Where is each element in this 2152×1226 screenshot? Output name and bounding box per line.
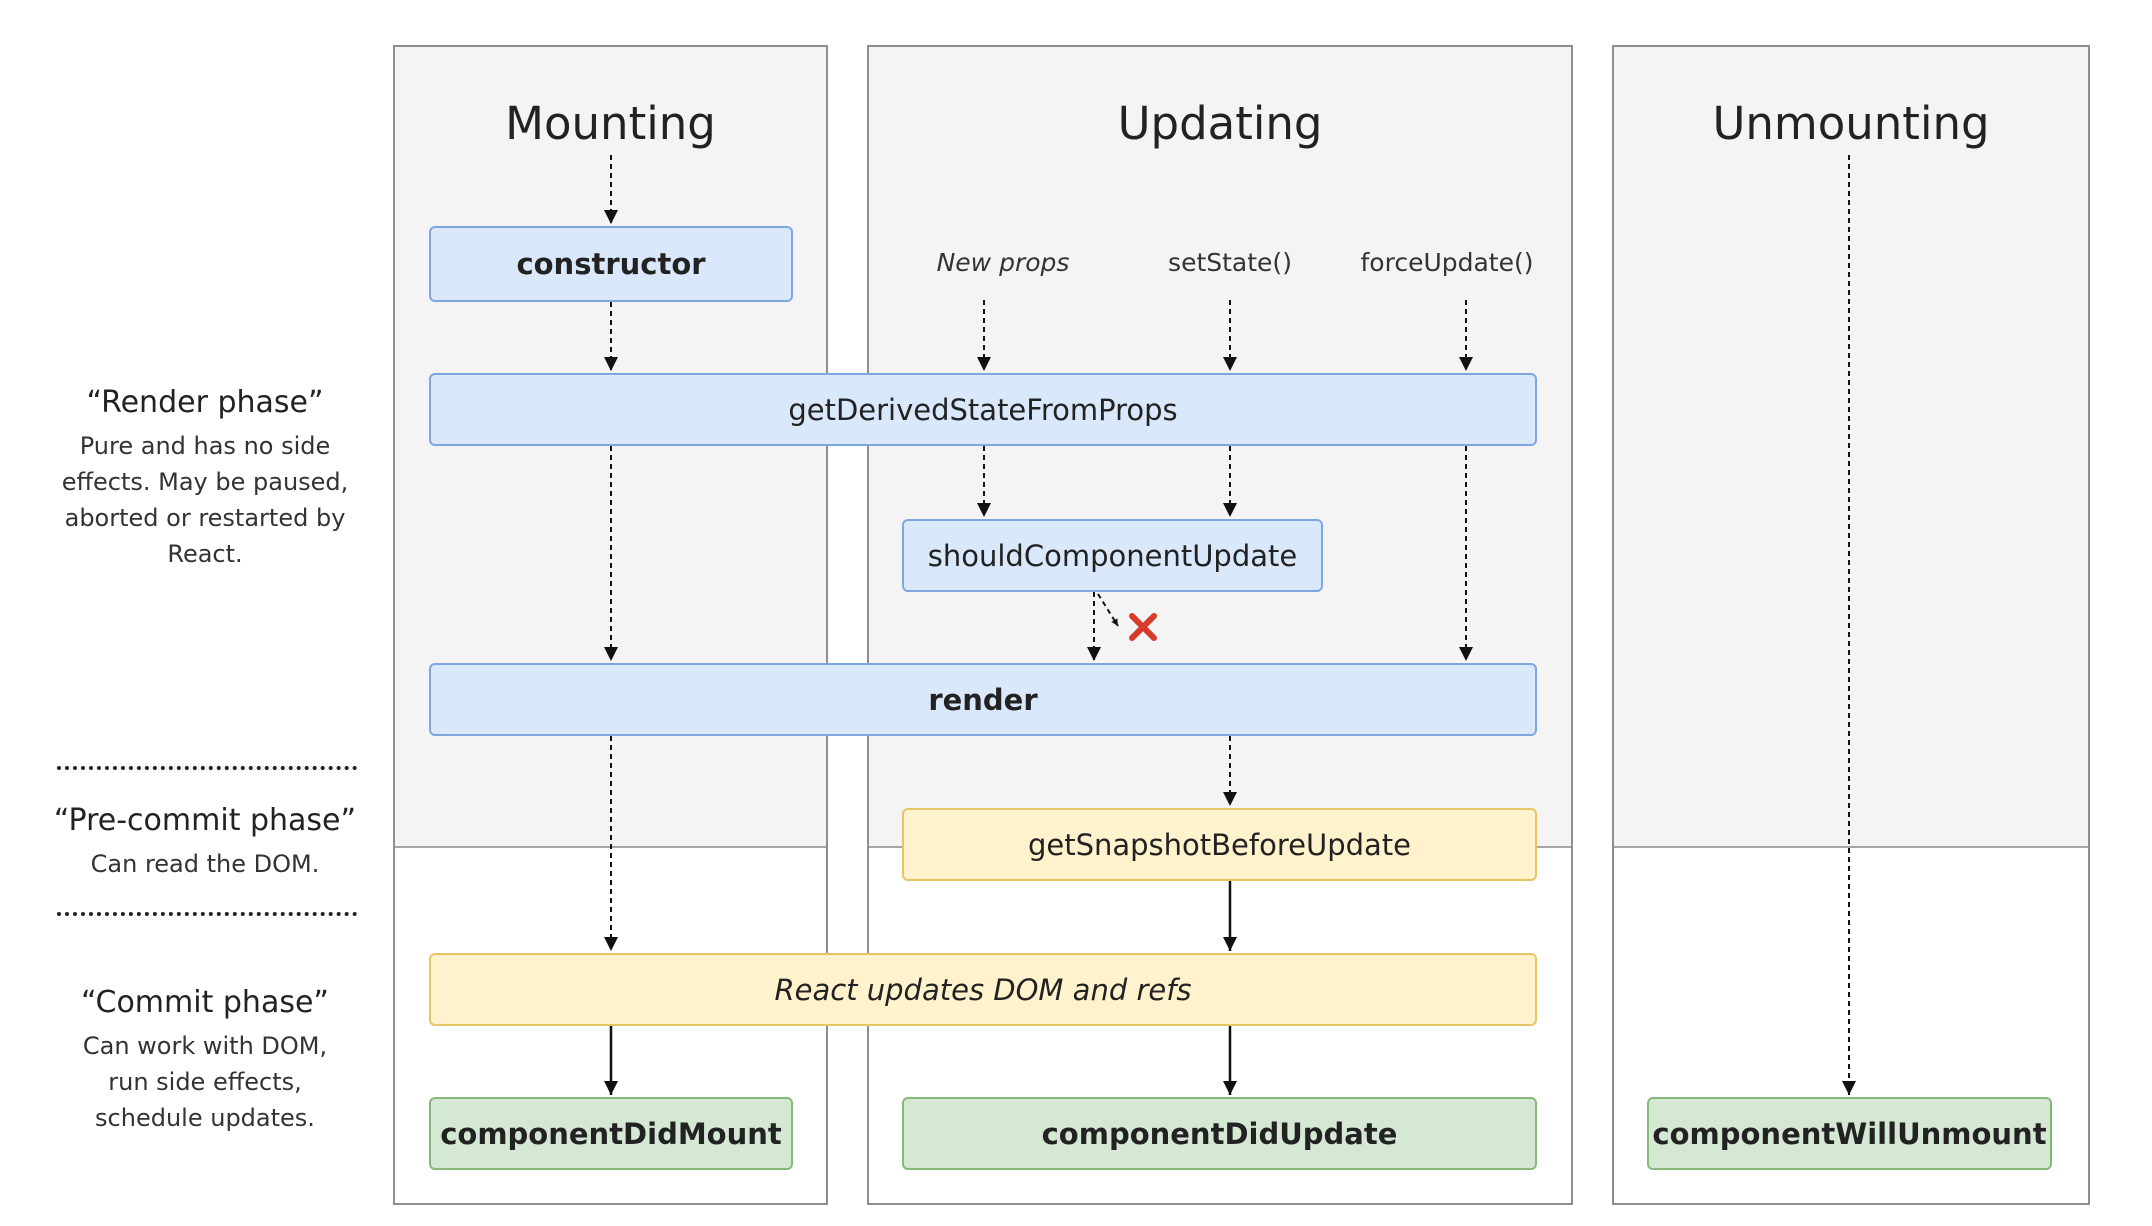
updating-column-title: Updating (1117, 97, 1323, 150)
constructor-box: constructor (429, 226, 793, 302)
render-box: render (429, 663, 1537, 736)
pre-commit-phase-label: “Pre-commit phase” Can read the DOM. (40, 803, 370, 882)
render-phase-desc-line: Pure and has no side (79, 432, 331, 460)
component-will-unmount-box: componentWillUnmount (1647, 1097, 2052, 1170)
commit-phase-label: “Commit phase” Can work with DOM, run si… (40, 985, 370, 1136)
commit-phase-desc-line: schedule updates. (95, 1104, 315, 1132)
get-snapshot-before-update-box: getSnapshotBeforeUpdate (902, 808, 1537, 881)
commit-phase-description: Can work with DOM, run side effects, sch… (40, 1028, 370, 1136)
component-did-update-box: componentDidUpdate (902, 1097, 1537, 1170)
render-phase-label: “Render phase” Pure and has no side effe… (40, 385, 370, 572)
commit-phase-desc-line: Can work with DOM, (82, 1032, 328, 1060)
component-did-mount-box: componentDidMount (429, 1097, 793, 1170)
force-update-trigger: forceUpdate() (1360, 248, 1534, 277)
pre-commit-phase-description: Can read the DOM. (40, 846, 370, 882)
pre-commit-phase-title: “Pre-commit phase” (53, 803, 357, 838)
phase-separator (57, 912, 357, 916)
set-state-trigger: setState() (1168, 248, 1292, 277)
column-phase-divider (395, 846, 826, 848)
unmounting-column: Unmounting (1612, 45, 2090, 1205)
pre-commit-phase-desc-line: Can read the DOM. (90, 850, 320, 878)
updating-column: Updating (867, 45, 1573, 1205)
render-phase-desc-line: effects. May be paused, (61, 468, 349, 496)
render-phase-desc-line: React. (167, 540, 243, 568)
commit-phase-desc-line: run side effects, (108, 1068, 302, 1096)
unmounting-column-title: Unmounting (1712, 97, 1990, 150)
should-component-update-box: shouldComponentUpdate (902, 519, 1323, 592)
column-phase-divider (1614, 846, 2088, 848)
new-props-trigger: New props (936, 248, 1070, 277)
mounting-column: Mounting (393, 45, 828, 1205)
commit-phase-title: “Commit phase” (81, 985, 329, 1020)
render-phase-description: Pure and has no side effects. May be pau… (40, 428, 370, 572)
render-phase-title: “Render phase” (86, 385, 324, 420)
render-phase-desc-line: aborted or restarted by (64, 504, 346, 532)
phase-separator (57, 766, 357, 770)
mounting-column-title: Mounting (505, 97, 716, 150)
get-derived-state-from-props-box: getDerivedStateFromProps (429, 373, 1537, 446)
react-updates-dom-box: React updates DOM and refs (429, 953, 1537, 1026)
